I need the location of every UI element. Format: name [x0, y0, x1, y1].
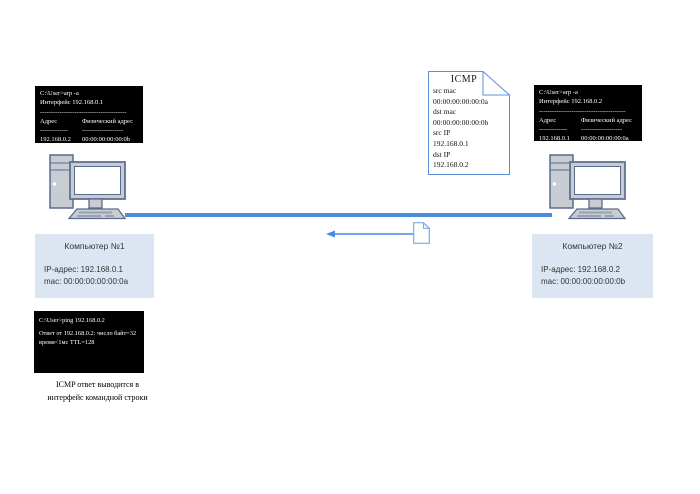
terminal-prompt-line: C:\User>arp -a — [539, 89, 578, 96]
ping-reply-line2: время<1мс TTL=128 — [39, 339, 95, 346]
computer2-label-box: Компьютер №2 IP-адрес: 192.168.0.2 mac: … — [532, 234, 653, 298]
arp-entry-mac: 00:00:00:00:00:0b — [82, 136, 131, 144]
terminal-column-separators: -------------------------------- — [40, 126, 138, 135]
arp-entry-address: 192.168.0.2 — [40, 136, 71, 144]
terminal-column-headers: Адрес Физический адрес — [539, 116, 637, 125]
icmp-field: 192.168.0.2 — [433, 160, 469, 170]
terminal-arp-computer1: C:\User>arp -a Интерфейс 192.168.0.1 ---… — [35, 86, 143, 143]
icmp-field: src mac — [433, 86, 457, 95]
computer2-icon — [549, 154, 627, 220]
note-shape-icon — [428, 71, 510, 175]
icmp-field: 00:00:00:00:00:0b — [433, 117, 489, 127]
column-separator: ------------------- — [82, 127, 124, 135]
packet-direction-arrow — [326, 227, 414, 239]
computer1-ip: IP-адрес: 192.168.0.1 — [44, 265, 123, 274]
computer1-mac: mac: 00:00:00:00:00:0a — [44, 276, 129, 286]
icmp-field: src IP — [433, 128, 451, 138]
terminal-arp-entry: 192.168.0.1 00:00:00:00:00:0a — [539, 134, 637, 143]
packet-document-icon — [413, 222, 430, 244]
terminal-prompt-line: C:\User>arp -a — [40, 90, 79, 97]
icmp-field: 192.168.0.1 — [433, 138, 469, 148]
ping-command-line: C:\User>ping 192.168.0.2 — [39, 317, 105, 324]
computer2-name: Компьютер №2 — [562, 241, 623, 251]
column-separator: ------------- — [40, 127, 69, 135]
column-address: Адрес — [539, 116, 557, 124]
column-physical-address: Физический адрес — [581, 116, 632, 124]
caption-line1: ICMP ответ выводится в — [55, 380, 140, 389]
terminal-separator: ---------------------------------------- — [40, 108, 127, 116]
icmp-field: dst mac — [433, 107, 457, 117]
icmp-field: dst IP — [433, 149, 451, 159]
column-physical-address: Физический адрес — [82, 117, 133, 125]
terminal-arp-entry: 192.168.0.2 00:00:00:00:00:0b — [40, 135, 138, 144]
column-separator: ------------- — [539, 126, 568, 134]
column-address: Адрес — [40, 117, 58, 125]
terminal-ping-computer1: C:\User>ping 192.168.0.2 Ответ от 192.16… — [34, 311, 144, 373]
terminal-arp-computer2: C:\User>arp -a Интерфейс 192.168.0.2 ---… — [534, 85, 642, 143]
terminal-column-headers: Адрес Физический адрес — [40, 117, 138, 126]
arp-entry-mac: 00:00:00:00:00:0a — [581, 135, 629, 143]
computer2-ip: IP-адрес: 192.168.0.2 — [541, 265, 620, 274]
ping-reply-line: Ответ от 192.168.0.2: число байт=32 — [39, 329, 137, 337]
computer2-mac: mac: 00:00:00:00:00:0b — [541, 276, 626, 286]
computer1-label-box: Компьютер №1 IP-адрес: 192.168.0.1 mac: … — [35, 234, 154, 298]
terminal-interface-line: Интерфейс 192.168.0.1 — [40, 99, 104, 107]
terminal-interface-line: Интерфейс 192.168.0.2 — [539, 98, 603, 106]
icmp-caption: ICMP ответ выводится в интерфейс командн… — [25, 378, 170, 404]
icmp-note-title: ICMP — [450, 74, 478, 85]
icmp-note-content: ICMP src mac 00:00:00:00:00:0a dst mac 0… — [428, 71, 510, 175]
icmp-field: 00:00:00:00:00:0a — [433, 96, 488, 106]
arp-entry-address: 192.168.0.1 — [539, 135, 570, 143]
terminal-separator: ---------------------------------------- — [539, 107, 626, 115]
icmp-packet-note: ICMP src mac 00:00:00:00:00:0a dst mac 0… — [428, 71, 510, 175]
caption-line2: интерфейс командной строки — [47, 393, 148, 402]
computer1-icon — [49, 154, 127, 220]
terminal-column-separators: -------------------------------- — [539, 125, 637, 134]
column-separator: ------------------- — [581, 126, 623, 134]
computer1-name: Компьютер №1 — [64, 241, 125, 251]
ethernet-link-line — [125, 213, 552, 217]
